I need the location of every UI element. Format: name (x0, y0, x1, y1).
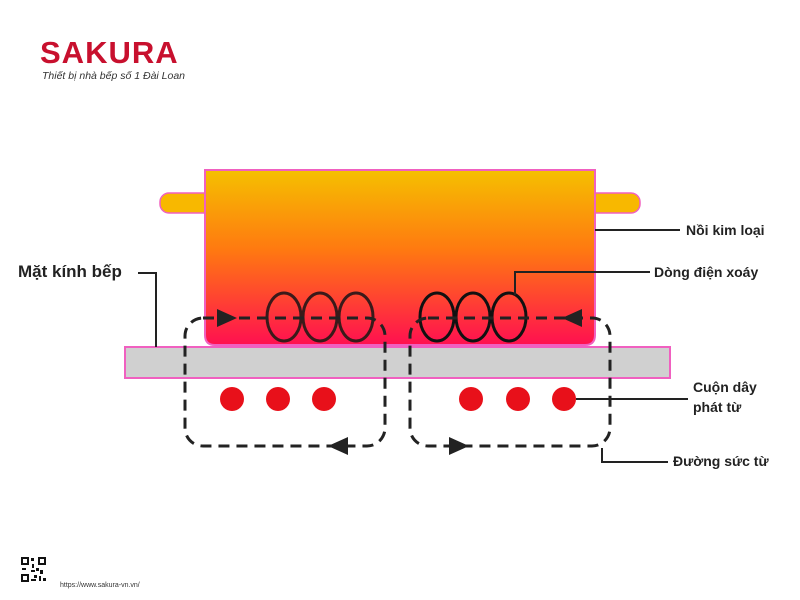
arrow-left-icon (562, 309, 582, 327)
field-arrows (217, 309, 582, 455)
label-metal-pot: Nồi kim loại (686, 222, 765, 238)
leader-eddy (514, 271, 650, 295)
label-eddy-current: Dòng điện xoáy (654, 264, 759, 280)
qr-code-icon (20, 556, 47, 583)
brand-tagline: Thiết bị nhà bếp số 1 Đài Loan (42, 70, 186, 82)
glass-cooktop (124, 346, 671, 379)
coil-dot (552, 387, 576, 411)
field-loop-left (183, 316, 387, 448)
leader-fieldlines (601, 448, 668, 463)
coil-dot (459, 387, 483, 411)
coil-dot (220, 387, 244, 411)
label-coil-line2: phát từ (693, 399, 742, 415)
brand-name: SAKURA (40, 35, 179, 70)
coil-dot (266, 387, 290, 411)
coil-dot (312, 387, 336, 411)
coil-dot (506, 387, 530, 411)
label-field-lines: Đường sức từ (673, 453, 769, 469)
arrow-right-icon (449, 437, 469, 455)
footer-url[interactable]: https://www.sakura-vn.vn/ (60, 582, 140, 589)
arrow-left-icon (328, 437, 348, 455)
induction-coil-dots (220, 387, 576, 411)
label-glass-cooktop: Mặt kính bếp (18, 262, 122, 281)
magnetic-field-lines (183, 316, 612, 448)
brand-logo: SAKURA Thiết bị nhà bếp số 1 Đài Loan (40, 35, 186, 83)
field-loop-right (408, 316, 612, 448)
arrow-right-icon (217, 309, 237, 327)
leader-glass (138, 272, 157, 347)
leader-lines (138, 229, 688, 463)
label-coil-line1: Cuộn dây (693, 379, 757, 395)
